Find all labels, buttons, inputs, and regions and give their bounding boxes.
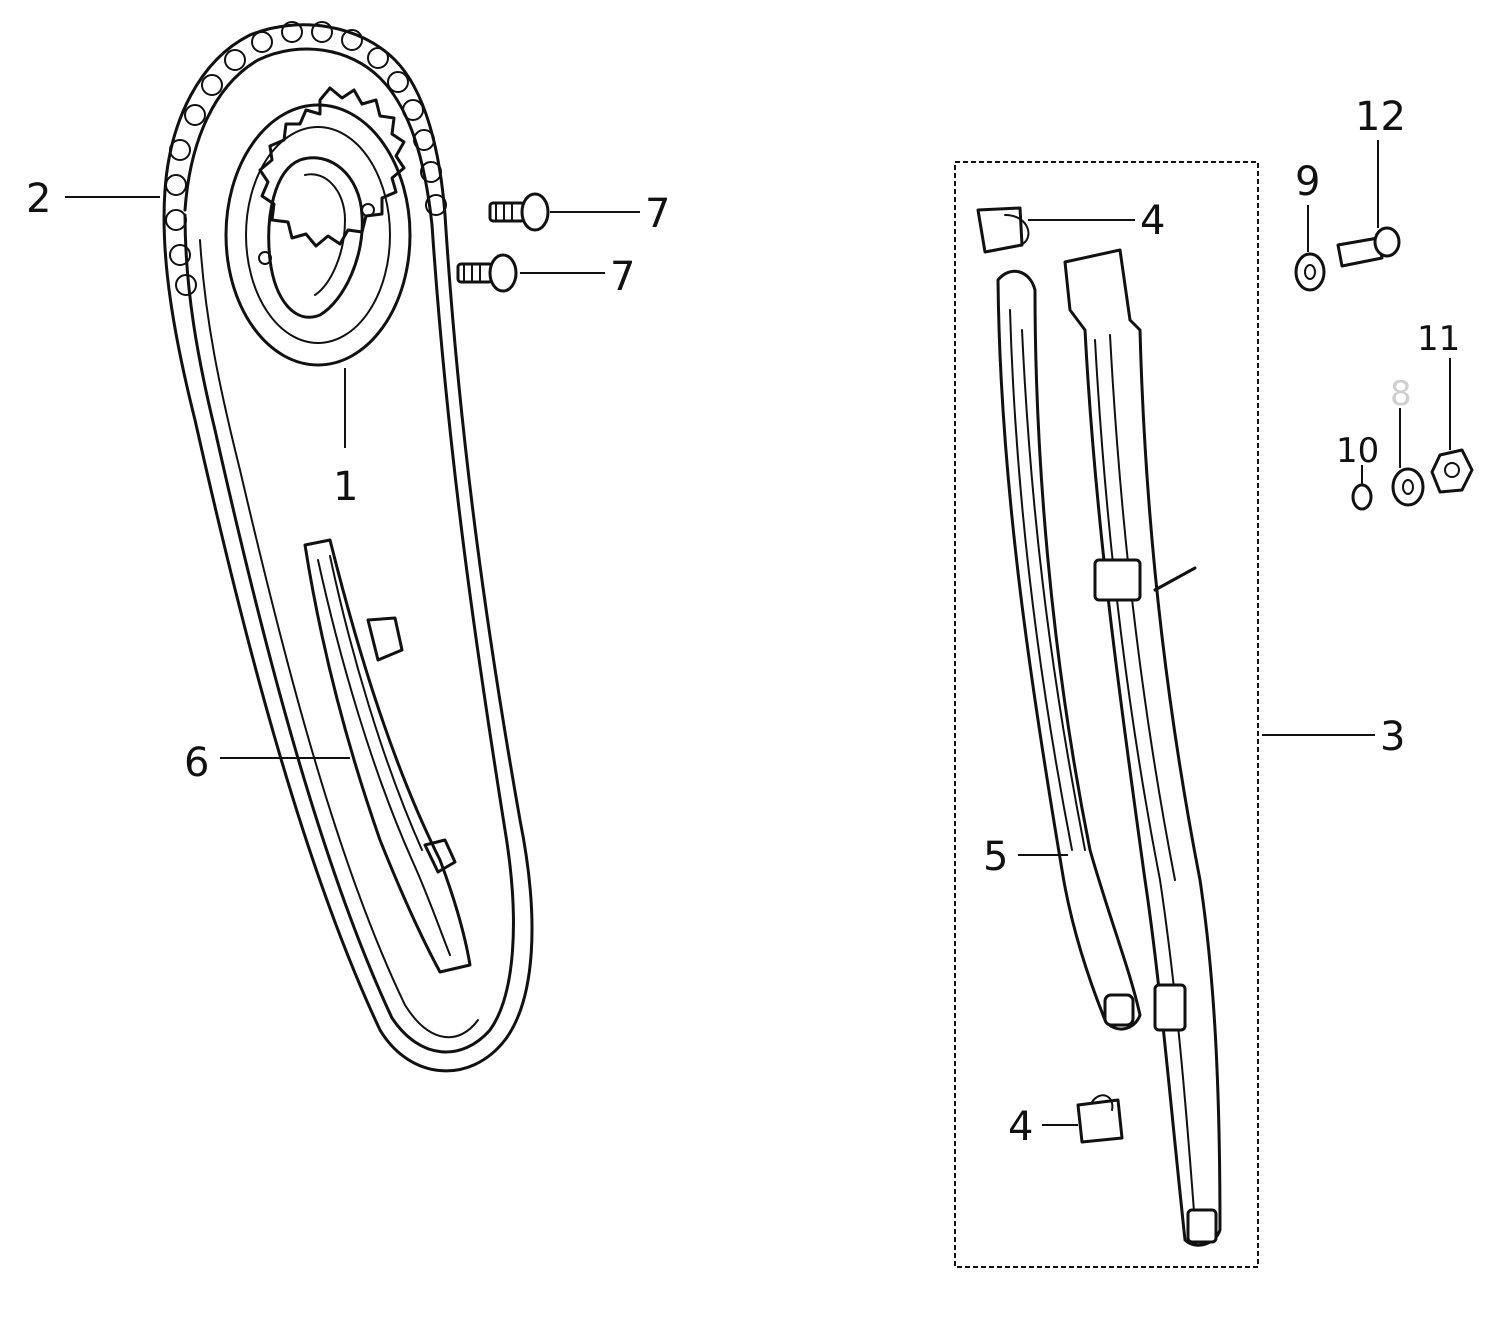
bolt-12: [1336, 226, 1401, 268]
callout-6: 6: [184, 740, 209, 786]
sprocket-bolt-lower: [456, 253, 518, 293]
callout-9: 9: [1295, 159, 1320, 205]
callout-1: 1: [333, 464, 358, 510]
leader-lines: [65, 140, 1451, 1126]
washer-8: [1391, 467, 1425, 507]
nut-11: [1430, 448, 1474, 494]
sprocket-bolt-upper: [488, 192, 550, 232]
o-ring-10: [1351, 483, 1373, 511]
callout-3: 3: [1380, 714, 1405, 760]
callout-11: 11: [1417, 319, 1460, 359]
guide-rubber-upper: [976, 206, 1030, 254]
chain-guide: [303, 538, 472, 974]
callout-10: 10: [1336, 431, 1379, 471]
washer-9: [1294, 252, 1326, 292]
callout-12: 12: [1355, 94, 1406, 140]
guide-rubber-lower: [1076, 1094, 1124, 1144]
callout-4-upper: 4: [1140, 198, 1165, 244]
tensioner-guide-arm: [996, 269, 1142, 1031]
callout-7-upper: 7: [645, 191, 670, 237]
chain-links: [165, 21, 447, 296]
cam-chain: [162, 21, 534, 1073]
callout-4-lower: 4: [1008, 1104, 1033, 1150]
callout-5: 5: [983, 834, 1008, 880]
callout-2: 2: [26, 176, 51, 222]
cam-sprocket: [224, 86, 412, 367]
callout-8: 8: [1390, 374, 1412, 414]
callout-7-lower: 7: [610, 254, 635, 300]
tensioner-body: [1063, 248, 1222, 1247]
